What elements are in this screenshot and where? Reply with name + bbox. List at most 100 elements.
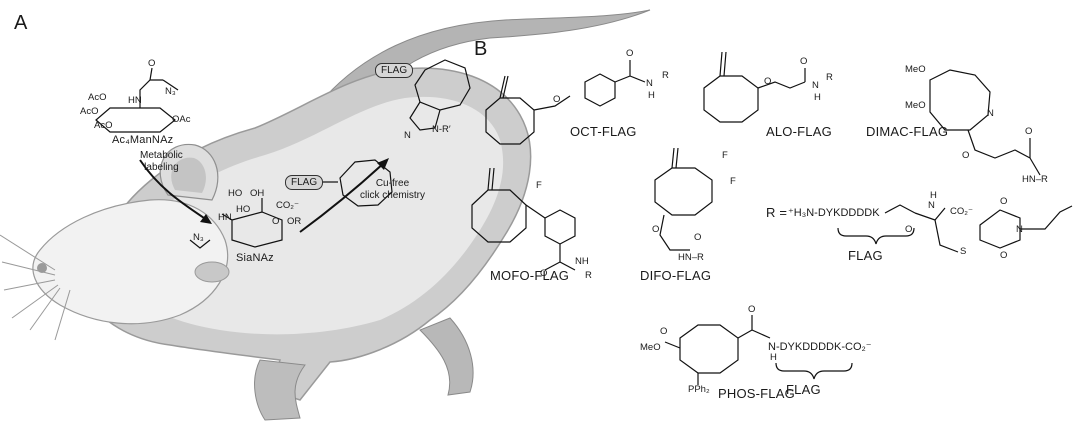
sialic-ho-1: HO [228, 188, 243, 199]
r-amide-o: O [905, 224, 913, 235]
sialic-co2: CO₂⁻ [276, 200, 299, 211]
r-n: N [928, 200, 935, 211]
alo-ether-o: O [764, 76, 772, 87]
alo-structure [703, 51, 806, 123]
mouse-illustration [0, 9, 651, 421]
oct-ether-o: O [553, 94, 561, 105]
oct-n: N [646, 78, 653, 89]
dimac-hn-r: HN–R [1022, 174, 1048, 185]
phos-amide-o: O [748, 304, 756, 315]
oct-carbonyl-o: O [626, 48, 634, 59]
phos-structure [664, 315, 771, 385]
cyclooctyne-reagent-structure [322, 159, 393, 207]
sialic-ho-2: HO [236, 204, 251, 215]
panel-label-b: B [474, 38, 488, 60]
acetyl-group-3: AcO [94, 120, 113, 131]
phos-meo: MeO [640, 342, 661, 353]
r-flag-brace [837, 227, 915, 245]
alo-n: N [812, 80, 819, 91]
mofo-nh: NH [575, 256, 589, 267]
difo-f-2: F [730, 176, 736, 187]
sialic-oh: OH [250, 188, 265, 199]
alo-carbonyl-o: O [800, 56, 808, 67]
r-maleimide-n: N [1016, 224, 1023, 235]
sialic-hn: HN [218, 212, 232, 223]
acetyl-group-2: AcO [80, 106, 99, 117]
difo-structure [654, 147, 713, 251]
click-chemistry-arrowhead [377, 158, 389, 170]
mouse-head [32, 199, 229, 325]
alo-h: H [814, 92, 821, 103]
r-s: S [960, 246, 967, 257]
difo-hn-r: HN–R [678, 252, 704, 263]
metabolic-labeling-arrow [139, 159, 211, 223]
dimac-carbonyl-1: O [962, 150, 970, 161]
triazole-product-structure [409, 59, 471, 131]
sugar-hn-label: HN [128, 95, 142, 106]
difo-ether-o: O [652, 224, 660, 235]
oct-flag-name: OCT-FLAG [570, 124, 637, 139]
sugar-carbonyl-label: O [148, 58, 156, 69]
phos-peptide: N-DYKDDDDK-CO₂⁻ [768, 341, 872, 353]
oct-r: R [662, 70, 669, 81]
triazole-nr-label: N-R′ [432, 124, 451, 135]
phos-flag-name: PHOS-FLAG [718, 386, 795, 401]
metabolic-labeling-label: Metabolic labeling [140, 150, 183, 173]
r-group-structure [884, 204, 1073, 253]
dimac-n: N [987, 108, 994, 119]
oct-h: H [648, 90, 655, 101]
mouse-hind-leg [419, 317, 474, 396]
acetyl-group-1: AcO [88, 92, 107, 103]
mofo-flag-name: MOFO-FLAG [490, 268, 570, 283]
alo-flag-name: ALO-FLAG [766, 124, 832, 139]
alo-r: R [826, 72, 833, 83]
mouse-ear-inner [171, 157, 206, 193]
sialic-ring-o: O [272, 216, 280, 227]
mofo-structure [471, 167, 576, 271]
mouse-whiskers [0, 234, 71, 341]
triazole-n-label: N [404, 130, 411, 141]
sialic-or: OR [287, 216, 302, 227]
phos-pph2: PPh₂ [688, 384, 710, 395]
phos-flag-brace [775, 362, 853, 380]
sialic-azide: N₃ [193, 232, 204, 243]
r-flag-label: FLAG [848, 248, 883, 263]
sianaz-label: SiaNAz [236, 252, 274, 264]
acetyl-group-4: OAc [172, 114, 191, 125]
mouse-eye [194, 261, 230, 283]
difo-carbonyl-o: O [694, 232, 702, 243]
flag-tag-product: FLAG [375, 63, 414, 78]
click-chemistry-arrow [299, 161, 386, 233]
r-co2: CO₂⁻ [950, 206, 973, 217]
oct-structure [485, 60, 646, 145]
ac4mannaz-structure [95, 67, 179, 133]
dimac-meo-2: MeO [905, 100, 926, 111]
mouse-nose [37, 263, 47, 273]
mofo-r: R [585, 270, 592, 281]
r-maleimide-o-1: O [1000, 196, 1008, 207]
mofo-carbonyl-o: O [540, 268, 548, 279]
r-definition-lhs: R = [766, 205, 788, 220]
r-peptide: ⁺H₃N-DYKDDDDK [788, 207, 880, 219]
ac4mannaz-label: Ac₄ManNAz [112, 134, 174, 146]
phos-h: H [770, 352, 777, 363]
phos-flag-label: FLAG [786, 382, 821, 397]
difo-flag-name: DIFO-FLAG [640, 268, 712, 283]
r-h: H [930, 190, 937, 201]
flag-tag-reagent: FLAG [285, 175, 324, 190]
panel-label-a: A [14, 12, 28, 34]
dimac-flag-name: DIMAC-FLAG [866, 124, 949, 139]
r-maleimide-o-2: O [1000, 250, 1008, 261]
sianaz-structure [189, 198, 283, 249]
mouse-front-paw [254, 359, 306, 421]
mofo-f: F [536, 180, 542, 191]
phos-ester-o: O [660, 326, 668, 337]
metabolic-labeling-arrowhead [200, 214, 212, 224]
click-chemistry-label: Cu-free click chemistry [360, 178, 426, 201]
dimac-carbonyl-2: O [1025, 126, 1033, 137]
dimac-structure [929, 69, 1041, 176]
dimac-meo-1: MeO [905, 64, 926, 75]
azide-label: N₃ [165, 86, 176, 97]
difo-f-1: F [722, 150, 728, 161]
